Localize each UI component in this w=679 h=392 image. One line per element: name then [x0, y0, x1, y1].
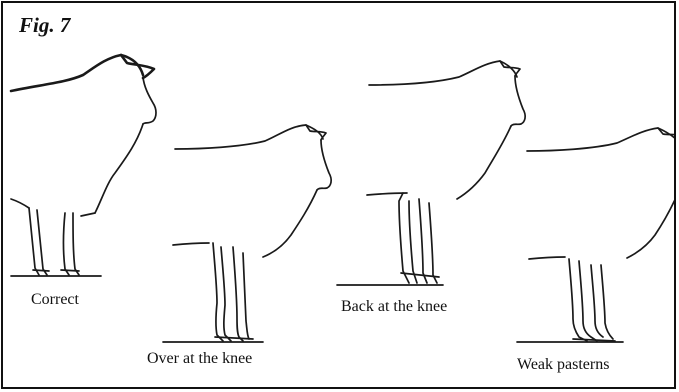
cow-correct [11, 55, 156, 276]
caption-weak-pasterns: Weak pasterns [517, 357, 609, 373]
caption-back-at-the-knee: Back at the knee [341, 299, 447, 315]
cow-leg-conformation-illustration [3, 3, 676, 389]
cow-over-at-the-knee [163, 125, 331, 342]
caption-over-at-the-knee: Over at the knee [147, 351, 252, 367]
cow-weak-pasterns [517, 128, 676, 342]
cow-back-at-the-knee [337, 61, 525, 285]
caption-correct: Correct [31, 292, 79, 308]
